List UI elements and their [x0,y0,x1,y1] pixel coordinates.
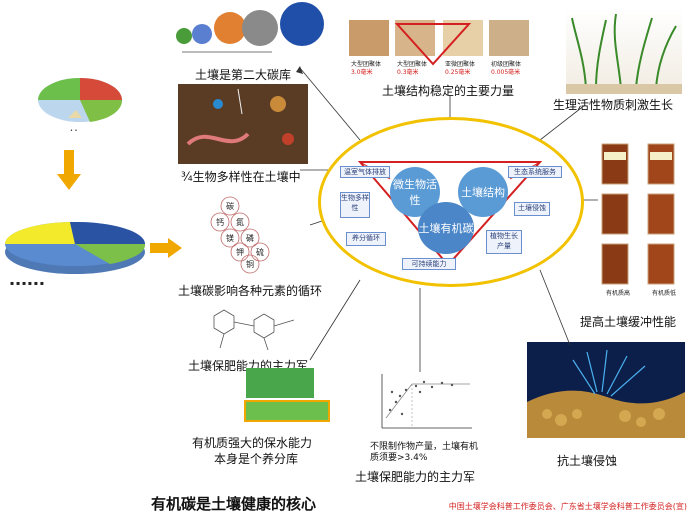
erosion-image [527,342,685,438]
element-cluster: 碳 钙 氮 镁 磷 钾 硫 铜 [210,196,270,274]
pie-slice [4,222,76,244]
element-label: 碳 [226,201,234,211]
box-ghg: 温室气体排放 [340,166,390,178]
biodiversity-image [178,84,308,164]
pie-slice [75,244,146,264]
box-erosion: 土壤侵蚀 [514,202,550,216]
structure-size: 0.25毫米 [445,69,471,76]
buffer-label-low: 有机质低 [652,290,677,297]
structure-caption: 初级团聚体 [491,61,522,68]
structure-caption: 亚微团聚体 [445,61,476,68]
seedlings-image [566,8,682,94]
footer-credit: 中国土壤学会科普工作委员会、广东省土壤学会科普工作委员会(宣) [448,502,687,511]
box-nutrient-cycle: 养分循环 [346,232,386,246]
element-label: 钙 [216,217,224,227]
label-growth: 生理活性物质刺激生长 [553,98,674,112]
pie-slice [80,100,123,122]
pie-legend: ▪ ▪ ▪ ▪ ▪ ▪ [10,280,44,287]
element-label: 钾 [236,248,244,257]
circle-soil-organic-carbon: 土壤有机碳 [418,202,474,254]
element-label: 硫 [256,247,264,257]
box-biodiversity: 生物多样性 [340,192,370,218]
large-pie-chart [4,221,146,274]
label-structure: 土壤结构稳定的主要力量 [382,84,515,98]
element-label: 铜 [246,259,254,269]
buffer-label-high: 有机质高 [606,290,631,297]
box-plant-growth: 植物生长产量 [486,230,522,254]
circle-soil-structure: 土壤结构 [458,167,508,217]
label-element-cycle: 土壤碳影响各种元素的循环 [178,284,323,298]
structure-size: 3.0毫米 [351,69,373,76]
molecule-diagram [194,296,304,354]
structure-panel: 大型团聚体 大型团聚体 亚微团聚体 初级团聚体 3.0毫米 0.3毫米 0.25… [347,4,532,80]
label-fertility-bottom: 土壤保肥能力的主力军 [355,470,476,484]
footer-title: 有机碳是土壤健康的核心 [151,495,317,513]
element-label: 氮 [236,217,244,227]
label-erosion: 抗土壤侵蚀 [557,454,618,468]
pie-slice [70,221,146,244]
buffer-jars: 有机质高 有机质低 [596,136,686,306]
element-label: 镁 [226,233,234,243]
small-pie-chart: • • [38,78,123,134]
structure-caption: 大型团聚体 [397,61,428,68]
label-buffer: 提高土壤缓冲性能 [580,315,677,329]
element-label: 磷 [246,233,254,243]
nutrient-box-top [246,368,314,398]
box-sustainability: 可持续能力 [402,258,456,270]
pie-slice [38,78,80,100]
pie-slice [68,110,82,118]
label-water-line1: 有机质强大的保水能力 [192,436,313,450]
nutrient-box-bottom [244,400,330,422]
pie-slice [80,78,122,100]
label-carbon-pool: 土壤是第二大碳库 [195,68,292,82]
structure-size: 0.005毫米 [491,69,521,76]
carbon-pool-bubbles [176,2,324,53]
svg-text:• •: • • [70,128,78,134]
label-yield-note: 不限制作物产量，土壤有机质须要>3.4% [370,442,479,463]
structure-size: 0.3毫米 [397,69,419,76]
scatter-plot [381,374,472,429]
arrow-icon [57,150,81,190]
arrow-icon [150,238,182,258]
label-water-line2: 本身是个养分库 [214,452,299,466]
structure-caption: 大型团聚体 [351,61,382,68]
box-ecosystem: 生态系统服务 [508,166,562,178]
label-biodiversity: ¾生物多样性在土壤中 [181,170,301,184]
